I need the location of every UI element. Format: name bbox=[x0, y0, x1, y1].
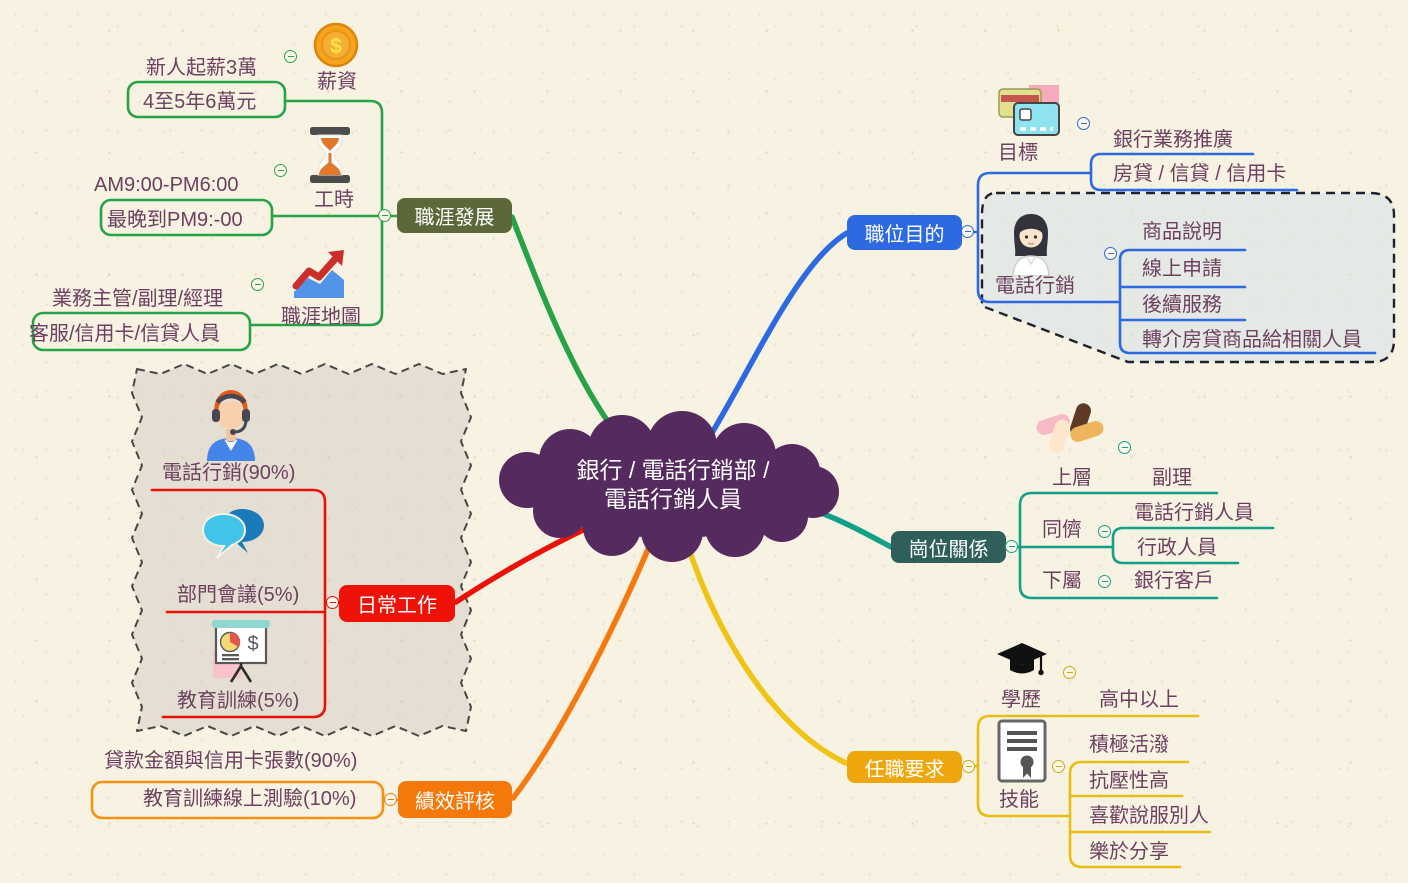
topic-upper-level[interactable]: 上層 bbox=[1052, 467, 1092, 489]
collapse-goal[interactable] bbox=[1077, 117, 1090, 130]
topic-skills[interactable]: 技能 bbox=[999, 789, 1039, 811]
node-position-relations[interactable]: 崗位關係 bbox=[891, 531, 1006, 563]
collapse-skills[interactable] bbox=[1052, 760, 1065, 773]
svg-text:$: $ bbox=[247, 633, 258, 655]
topic-mortgage-referral[interactable]: 轉介房貸商品給相關人員 bbox=[1142, 329, 1362, 351]
central-topic[interactable]: 銀行 / 電話行銷部 / 電話行銷人員 bbox=[512, 456, 834, 514]
coin-icon: $ bbox=[313, 22, 359, 68]
presentation-board-icon: $ bbox=[212, 620, 270, 683]
topic-salary[interactable]: 薪資 bbox=[317, 71, 357, 93]
topic-bank-promotion[interactable]: 銀行業務推廣 bbox=[1113, 129, 1233, 151]
hourglass-icon bbox=[310, 127, 350, 183]
collapse-education[interactable] bbox=[1063, 666, 1076, 679]
topic-persuasive[interactable]: 喜歡說服別人 bbox=[1089, 805, 1209, 827]
collapse-daily[interactable] bbox=[326, 596, 339, 609]
daily-work-boundary bbox=[131, 363, 472, 737]
topic-active-lively[interactable]: 積極活潑 bbox=[1089, 734, 1169, 756]
teamwork-hands-icon bbox=[1036, 403, 1104, 453]
collapse-performance[interactable] bbox=[384, 793, 397, 806]
topic-bank-customers[interactable]: 銀行客戶 bbox=[1134, 570, 1214, 592]
central-topic-line2: 電話行銷人員 bbox=[604, 486, 742, 512]
topic-training-5[interactable]: 教育訓練(5%) bbox=[177, 690, 300, 712]
central-topic-line1: 銀行 / 電話行銷部 / bbox=[576, 457, 770, 483]
topic-telemarketers[interactable]: 電話行銷人員 bbox=[1134, 502, 1254, 524]
collapse-work-hours[interactable] bbox=[274, 164, 287, 177]
credit-cards-icon bbox=[998, 85, 1060, 136]
topic-education[interactable]: 學歷 bbox=[1001, 689, 1041, 711]
node-daily-work[interactable]: 日常工作 bbox=[339, 585, 455, 622]
node-career-development[interactable]: 職涯發展 bbox=[397, 198, 512, 233]
topic-loan-card-count[interactable]: 貸款金額與信用卡張數(90%) bbox=[104, 750, 358, 772]
certificate-icon bbox=[997, 719, 1047, 783]
topic-deputy-manager[interactable]: 副理 bbox=[1152, 467, 1192, 489]
topic-service-path[interactable]: 客服/信用卡/信貸人員 bbox=[29, 323, 221, 345]
telemarketing-boundary bbox=[980, 191, 1396, 364]
woman-avatar-icon bbox=[1012, 214, 1050, 276]
headset-operator-icon bbox=[207, 390, 255, 461]
topic-product-intro[interactable]: 商品說明 bbox=[1142, 221, 1222, 243]
topic-work-hours[interactable]: 工時 bbox=[314, 189, 354, 211]
topic-high-school-up[interactable]: 高中以上 bbox=[1099, 689, 1179, 711]
growth-chart-icon bbox=[292, 250, 344, 298]
collapse-relations[interactable] bbox=[1005, 540, 1018, 553]
central-topic-cloud bbox=[499, 411, 839, 562]
topic-salary-growth[interactable]: 4至5年6萬元 bbox=[143, 91, 257, 113]
topic-starting-salary[interactable]: 新人起薪3萬 bbox=[146, 57, 258, 79]
topic-peers[interactable]: 同儕 bbox=[1042, 519, 1082, 541]
collapse-requirements[interactable] bbox=[962, 760, 975, 773]
topic-loan-products[interactable]: 房貸 / 信貸 / 信用卡 bbox=[1113, 163, 1287, 185]
topic-subordinates[interactable]: 下屬 bbox=[1042, 570, 1082, 592]
node-job-requirements[interactable]: 任職要求 bbox=[847, 751, 962, 783]
topic-loves-sharing[interactable]: 樂於分享 bbox=[1089, 841, 1169, 863]
topic-telemarketing[interactable]: 電話行銷 bbox=[995, 275, 1075, 297]
topic-career-map[interactable]: 職涯地圖 bbox=[281, 306, 361, 328]
collapse-peers[interactable] bbox=[1098, 525, 1111, 538]
topic-online-apply[interactable]: 線上申請 bbox=[1142, 258, 1222, 280]
chat-bubbles-icon bbox=[201, 509, 264, 559]
collapse-upper[interactable] bbox=[1118, 441, 1131, 454]
collapse-salary[interactable] bbox=[284, 50, 297, 63]
topic-manager-path[interactable]: 業務主管/副理/經理 bbox=[52, 288, 224, 310]
collapse-subordinates[interactable] bbox=[1098, 575, 1111, 588]
topic-admin-staff[interactable]: 行政人員 bbox=[1137, 537, 1217, 559]
collapse-purpose[interactable] bbox=[961, 225, 974, 238]
topic-latest-hour[interactable]: 最晚到PM9:-00 bbox=[107, 209, 243, 231]
topic-goal[interactable]: 目標 bbox=[998, 142, 1038, 164]
collapse-career-map[interactable] bbox=[251, 278, 264, 291]
svg-text:$: $ bbox=[330, 35, 342, 58]
collapse-career[interactable] bbox=[378, 209, 391, 222]
topic-dept-meeting-5[interactable]: 部門會議(5%) bbox=[177, 584, 300, 606]
topic-work-hours-range[interactable]: AM9:00-PM6:00 bbox=[94, 174, 239, 196]
topic-follow-up[interactable]: 後續服務 bbox=[1142, 294, 1222, 316]
node-job-purpose[interactable]: 職位目的 bbox=[847, 215, 962, 250]
graduation-cap-icon bbox=[997, 643, 1047, 676]
node-performance-review[interactable]: 績效評核 bbox=[398, 781, 512, 818]
collapse-telemarketing[interactable] bbox=[1104, 247, 1117, 260]
topic-stress-tolerance[interactable]: 抗壓性高 bbox=[1089, 770, 1169, 792]
topic-telemarketing-90[interactable]: 電話行銷(90%) bbox=[162, 462, 296, 484]
topic-online-test[interactable]: 教育訓練線上測驗(10%) bbox=[143, 788, 357, 810]
